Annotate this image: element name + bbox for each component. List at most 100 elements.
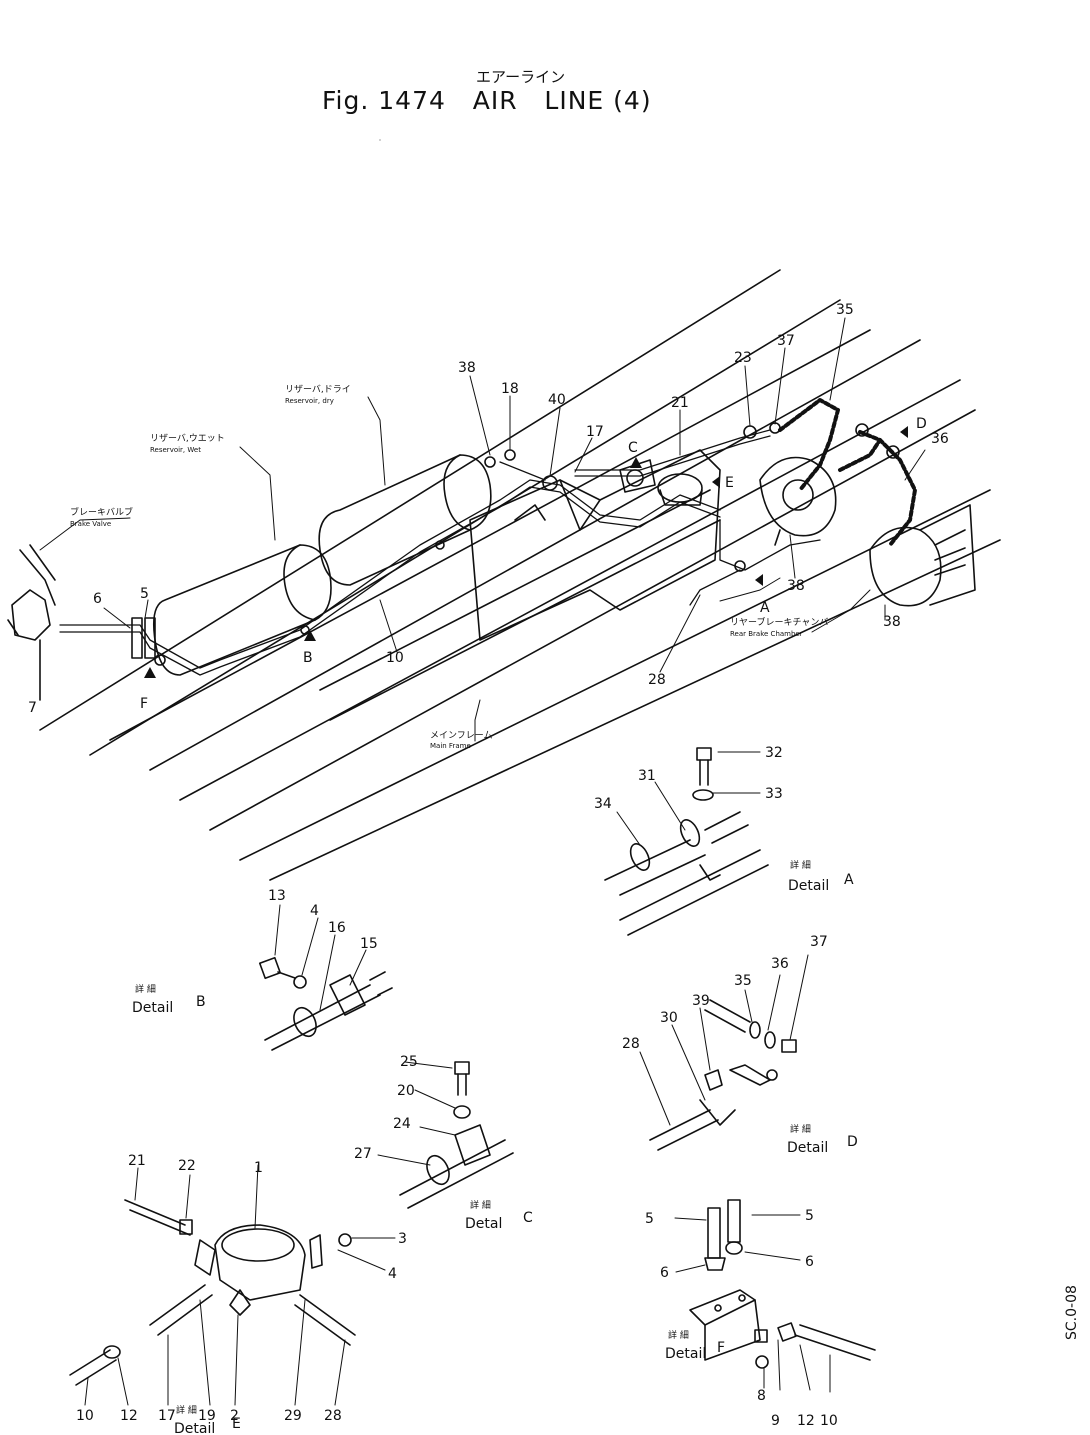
svg-text:D: D bbox=[847, 1134, 858, 1150]
svg-text:31: 31 bbox=[638, 768, 656, 784]
svg-text:32: 32 bbox=[765, 745, 783, 761]
svg-text:6: 6 bbox=[660, 1265, 669, 1281]
svg-text:D: D bbox=[916, 416, 927, 432]
svg-text:24: 24 bbox=[393, 1116, 411, 1132]
svg-text:Main Frame: Main Frame bbox=[430, 742, 471, 750]
svg-text:10: 10 bbox=[76, 1408, 94, 1424]
svg-text:Detail: Detail bbox=[787, 1140, 828, 1156]
main-frame-lines bbox=[39, 269, 1001, 881]
svg-text:7: 7 bbox=[28, 700, 37, 716]
detail-b-labels: 13 4 16 15 詳 細 Detail B bbox=[132, 888, 378, 1016]
svg-text:5: 5 bbox=[805, 1208, 814, 1224]
main-fittings bbox=[300, 422, 900, 635]
svg-text:4: 4 bbox=[310, 903, 319, 919]
main-part-labels: 38 18 40 17 21 23 37 35 36 38 5 6 7 10 2… bbox=[28, 302, 949, 750]
svg-text:35: 35 bbox=[734, 973, 752, 989]
svg-text:5: 5 bbox=[645, 1211, 654, 1227]
svg-text:12: 12 bbox=[120, 1408, 138, 1424]
svg-text:12: 12 bbox=[797, 1413, 815, 1429]
detail-f-labels: 5 5 6 6 8 9 12 10 詳 細 Detail F bbox=[645, 1208, 838, 1429]
title-japanese: エアーライン bbox=[476, 68, 566, 86]
detail-a bbox=[604, 747, 769, 936]
leader-lines-main bbox=[39, 139, 926, 742]
svg-text:詳 細: 詳 細 bbox=[135, 983, 156, 995]
svg-text:8: 8 bbox=[757, 1388, 766, 1404]
detail-f bbox=[674, 1199, 876, 1393]
rear-brake-chamber-1 bbox=[759, 456, 837, 546]
view-markers bbox=[144, 426, 908, 678]
svg-text:39: 39 bbox=[692, 993, 710, 1009]
svg-text:37: 37 bbox=[777, 333, 795, 349]
svg-text:13: 13 bbox=[268, 888, 286, 904]
svg-text:リザーバ,ドライ: リザーバ,ドライ bbox=[285, 384, 351, 395]
svg-text:B: B bbox=[196, 994, 206, 1010]
svg-text:リザーバ,ウエット: リザーバ,ウエット bbox=[150, 433, 225, 444]
svg-text:28: 28 bbox=[648, 672, 666, 688]
detail-e-labels: 21 22 1 3 4 10 12 17 19 2 29 28 詳 細 Deta… bbox=[76, 1153, 407, 1435]
svg-text:A: A bbox=[844, 872, 854, 888]
svg-text:Reservoir, dry: Reservoir, dry bbox=[285, 397, 334, 405]
svg-text:詳 細: 詳 細 bbox=[470, 1199, 491, 1211]
svg-text:23: 23 bbox=[734, 350, 752, 366]
svg-text:16: 16 bbox=[328, 920, 346, 936]
svg-text:33: 33 bbox=[765, 786, 783, 802]
svg-text:17: 17 bbox=[158, 1408, 176, 1424]
svg-text:10: 10 bbox=[820, 1413, 838, 1429]
detail-a-labels: 32 31 33 34 詳 細 Detail A bbox=[594, 745, 854, 894]
svg-text:Rear Brake Chamber: Rear Brake Chamber bbox=[730, 630, 803, 638]
svg-text:2: 2 bbox=[230, 1408, 239, 1424]
svg-text:9: 9 bbox=[771, 1413, 780, 1429]
svg-text:Detail: Detail bbox=[788, 878, 829, 894]
brake-hoses bbox=[778, 398, 917, 547]
svg-text:21: 21 bbox=[671, 395, 689, 411]
svg-text:18: 18 bbox=[501, 381, 519, 397]
detail-f-connector-main bbox=[131, 617, 166, 666]
svg-text:40: 40 bbox=[548, 392, 566, 408]
svg-text:37: 37 bbox=[810, 934, 828, 950]
detail-c bbox=[377, 1061, 514, 1209]
detail-b bbox=[258, 904, 393, 1051]
svg-text:E: E bbox=[232, 1416, 241, 1432]
svg-text:19: 19 bbox=[198, 1408, 216, 1424]
svg-text:34: 34 bbox=[594, 796, 612, 812]
svg-text:6: 6 bbox=[805, 1254, 814, 1270]
svg-text:B: B bbox=[303, 650, 313, 666]
svg-text:17: 17 bbox=[586, 424, 604, 440]
svg-text:6: 6 bbox=[93, 591, 102, 607]
svg-text:詳 細: 詳 細 bbox=[790, 1123, 811, 1135]
svg-text:詳 細: 詳 細 bbox=[790, 859, 811, 871]
svg-text:27: 27 bbox=[354, 1146, 372, 1162]
svg-text:28: 28 bbox=[622, 1036, 640, 1052]
svg-text:Detal: Detal bbox=[465, 1216, 502, 1232]
svg-text:F: F bbox=[140, 696, 148, 712]
svg-text:Detail: Detail bbox=[665, 1346, 706, 1362]
relay-valve-main bbox=[619, 459, 703, 506]
svg-text:Detail: Detail bbox=[132, 1000, 173, 1016]
svg-text:15: 15 bbox=[360, 936, 378, 952]
svg-text:25: 25 bbox=[400, 1054, 418, 1070]
svg-text:29: 29 bbox=[284, 1408, 302, 1424]
svg-text:4: 4 bbox=[388, 1266, 397, 1282]
svg-text:詳 細: 詳 細 bbox=[176, 1404, 197, 1416]
svg-text:3: 3 bbox=[398, 1231, 407, 1247]
svg-text:C: C bbox=[628, 440, 638, 456]
svg-text:36: 36 bbox=[931, 431, 949, 447]
svg-text:1: 1 bbox=[254, 1160, 263, 1176]
svg-text:詳 細: 詳 細 bbox=[668, 1329, 689, 1341]
detail-c-labels: 25 20 24 27 詳 細 Detal C bbox=[354, 1054, 533, 1232]
detail-d bbox=[639, 954, 809, 1151]
svg-text:22: 22 bbox=[178, 1158, 196, 1174]
svg-text:36: 36 bbox=[771, 956, 789, 972]
side-code: SC.0-08 bbox=[1064, 1285, 1080, 1340]
svg-text:21: 21 bbox=[128, 1153, 146, 1169]
svg-text:SC.0-08: SC.0-08 bbox=[1064, 1285, 1080, 1340]
svg-text:38: 38 bbox=[883, 614, 901, 630]
svg-text:メインフレーム: メインフレーム bbox=[430, 730, 492, 741]
svg-text:F: F bbox=[717, 1340, 725, 1356]
svg-text:A: A bbox=[760, 600, 770, 616]
svg-text:C: C bbox=[523, 1210, 533, 1226]
svg-text:Brake Valve: Brake Valve bbox=[70, 520, 111, 528]
svg-text:ブレーキバルブ: ブレーキバルブ bbox=[70, 506, 133, 518]
svg-text:Reservoir, Wet: Reservoir, Wet bbox=[150, 446, 201, 454]
